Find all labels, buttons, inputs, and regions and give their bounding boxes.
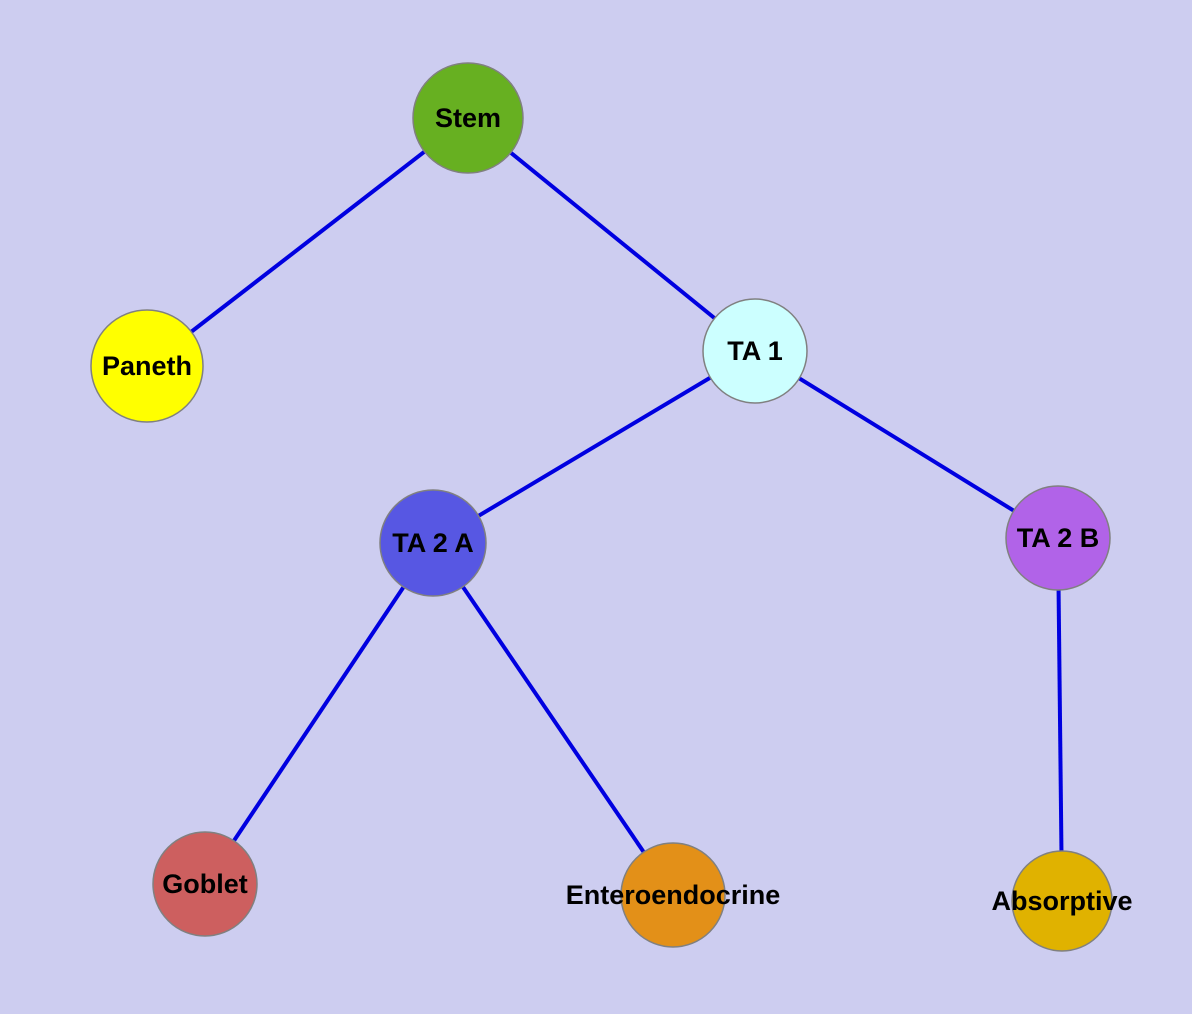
node-ta1[interactable]: TA 1 bbox=[702, 298, 808, 404]
node-absorptive[interactable]: Absorptive bbox=[991, 850, 1133, 952]
node-circle-paneth[interactable] bbox=[90, 309, 204, 423]
edge-ta2a-goblet bbox=[203, 541, 435, 886]
node-circle-ta1[interactable] bbox=[702, 298, 808, 404]
node-ta2b[interactable]: TA 2 B bbox=[1005, 485, 1111, 591]
node-circle-absorptive[interactable] bbox=[1011, 850, 1113, 952]
node-ta2a[interactable]: TA 2 A bbox=[379, 489, 487, 597]
edge-stem-ta1 bbox=[466, 116, 757, 353]
edge-stem-paneth bbox=[145, 116, 470, 368]
node-enteroendocrine[interactable]: Enteroendocrine bbox=[566, 842, 781, 948]
node-paneth[interactable]: Paneth bbox=[90, 309, 204, 423]
node-circle-goblet[interactable] bbox=[152, 831, 258, 937]
node-goblet[interactable]: Goblet bbox=[152, 831, 258, 937]
edge-ta2a-enteroendocrine bbox=[431, 541, 675, 897]
node-stem[interactable]: Stem bbox=[412, 62, 524, 174]
node-circle-stem[interactable] bbox=[412, 62, 524, 174]
node-circle-enteroendocrine[interactable] bbox=[620, 842, 726, 948]
node-circle-ta2a[interactable] bbox=[379, 489, 487, 597]
edge-ta1-ta2a bbox=[431, 349, 757, 545]
node-circle-ta2b[interactable] bbox=[1005, 485, 1111, 591]
edge-ta2b-absorptive bbox=[1056, 537, 1064, 902]
edge-ta1-ta2b bbox=[753, 349, 1060, 540]
